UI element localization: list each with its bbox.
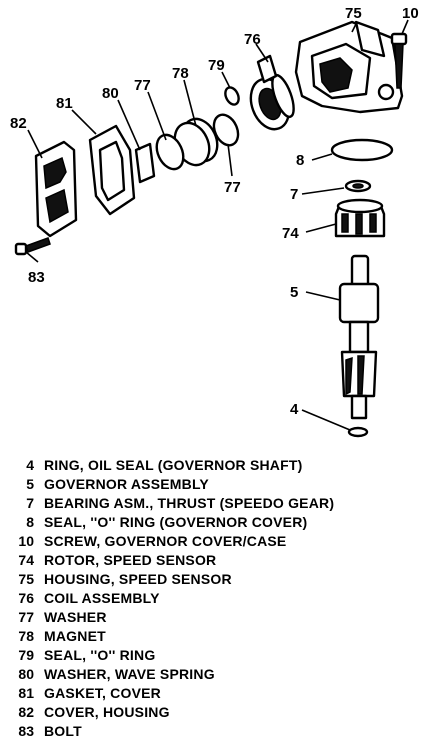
rotor-speed-sensor-part	[334, 198, 386, 238]
legend-row: 7 BEARING ASM., THRUST (SPEEDO GEAR)	[6, 494, 446, 513]
legend-description: BOLT	[44, 723, 82, 739]
parts-legend: 4 RING, OIL SEAL (GOVERNOR SHAFT) 5 GOVERN…	[6, 456, 446, 741]
legend-number: 10	[18, 533, 34, 549]
callout-78: 78	[172, 65, 189, 82]
leader-lines	[25, 19, 409, 431]
legend-description: SEAL, ''O'' RING (GOVERNOR COVER)	[44, 514, 308, 530]
legend-row: 75 HOUSING, SPEED SENSOR	[6, 570, 446, 589]
legend-row: 77 WASHER	[6, 608, 446, 627]
legend-number: 75	[18, 571, 34, 587]
callout-80: 80	[102, 85, 119, 102]
oil-seal-ring-part	[347, 426, 369, 438]
screw-governor-cover-part	[390, 32, 408, 89]
legend-description: COVER, HOUSING	[44, 704, 170, 720]
cover-housing-part	[34, 140, 78, 238]
callout-7: 7	[290, 186, 298, 203]
exploded-view-diagram: 75 10 76 79 78 77 80 81 82 8 77 7 74 83 …	[10, 5, 419, 438]
legend-description: HOUSING, SPEED SENSOR	[44, 571, 232, 587]
legend-description: MAGNET	[44, 628, 106, 644]
callout-77-lower: 77	[224, 179, 241, 196]
legend-description: RING, OIL SEAL (GOVERNOR SHAFT)	[44, 457, 303, 473]
callout-83: 83	[28, 269, 45, 286]
washer-part	[155, 113, 240, 171]
legend-number: 74	[18, 552, 34, 568]
callout-79: 79	[208, 57, 225, 74]
callout-5: 5	[290, 284, 298, 301]
legend-number: 79	[18, 647, 34, 663]
callout-10: 10	[402, 5, 419, 22]
coil-assembly-part	[249, 54, 295, 131]
legend-row: 5 GOVERNOR ASSEMBLY	[6, 475, 446, 494]
callout-77-upper: 77	[134, 77, 151, 94]
legend-description: BEARING ASM., THRUST (SPEEDO GEAR)	[44, 495, 335, 511]
legend-row: 76 COIL ASSEMBLY	[6, 589, 446, 608]
legend-row: 80 WASHER, WAVE SPRING	[6, 665, 446, 684]
housing-speed-sensor-part	[294, 20, 404, 114]
legend-number: 83	[18, 723, 34, 739]
legend-number: 82	[18, 704, 34, 720]
legend-number: 81	[18, 685, 34, 701]
legend-description: GASKET, COVER	[44, 685, 161, 701]
legend-row: 74 ROTOR, SPEED SENSOR	[6, 551, 446, 570]
legend-number: 5	[26, 476, 34, 492]
legend-number: 76	[18, 590, 34, 606]
legend-number: 7	[26, 495, 34, 511]
callout-76: 76	[244, 31, 261, 48]
callout-8: 8	[296, 152, 304, 169]
legend-number: 77	[18, 609, 34, 625]
legend-row: 10 SCREW, GOVERNOR COVER/CASE	[6, 532, 446, 551]
callout-74: 74	[282, 225, 299, 242]
legend-description: GOVERNOR ASSEMBLY	[44, 476, 209, 492]
callout-4: 4	[290, 401, 299, 418]
legend-description: COIL ASSEMBLY	[44, 590, 160, 606]
legend-description: ROTOR, SPEED SENSOR	[44, 552, 217, 568]
legend-description: WASHER, WAVE SPRING	[44, 666, 215, 682]
legend-description: WASHER	[44, 609, 107, 625]
legend-number: 78	[18, 628, 34, 644]
callout-81: 81	[56, 95, 73, 112]
legend-row: 8 SEAL, ''O'' RING (GOVERNOR COVER)	[6, 513, 446, 532]
legend-row: 81 GASKET, COVER	[6, 684, 446, 703]
bolt-part	[14, 237, 51, 256]
legend-row: 83 BOLT	[6, 722, 446, 741]
wave-spring-washer-part	[134, 142, 156, 184]
governor-assembly-part	[338, 254, 380, 420]
gasket-cover-part	[88, 124, 136, 216]
legend-description: SCREW, GOVERNOR COVER/CASE	[44, 533, 287, 549]
o-ring-seal-part	[224, 86, 240, 106]
legend-row: 4 RING, OIL SEAL (GOVERNOR SHAFT)	[6, 456, 446, 475]
o-ring-seal-governor-cover-part	[330, 138, 394, 162]
callout-82: 82	[10, 115, 27, 132]
legend-row: 79 SEAL, ''O'' RING	[6, 646, 446, 665]
legend-row: 78 MAGNET	[6, 627, 446, 646]
thrust-bearing-part	[344, 179, 372, 193]
legend-number: 80	[18, 666, 34, 682]
legend-description: SEAL, ''O'' RING	[44, 647, 156, 663]
legend-number: 4	[26, 457, 34, 473]
legend-number: 8	[26, 514, 34, 530]
callout-75: 75	[345, 5, 362, 22]
legend-row: 82 COVER, HOUSING	[6, 703, 446, 722]
